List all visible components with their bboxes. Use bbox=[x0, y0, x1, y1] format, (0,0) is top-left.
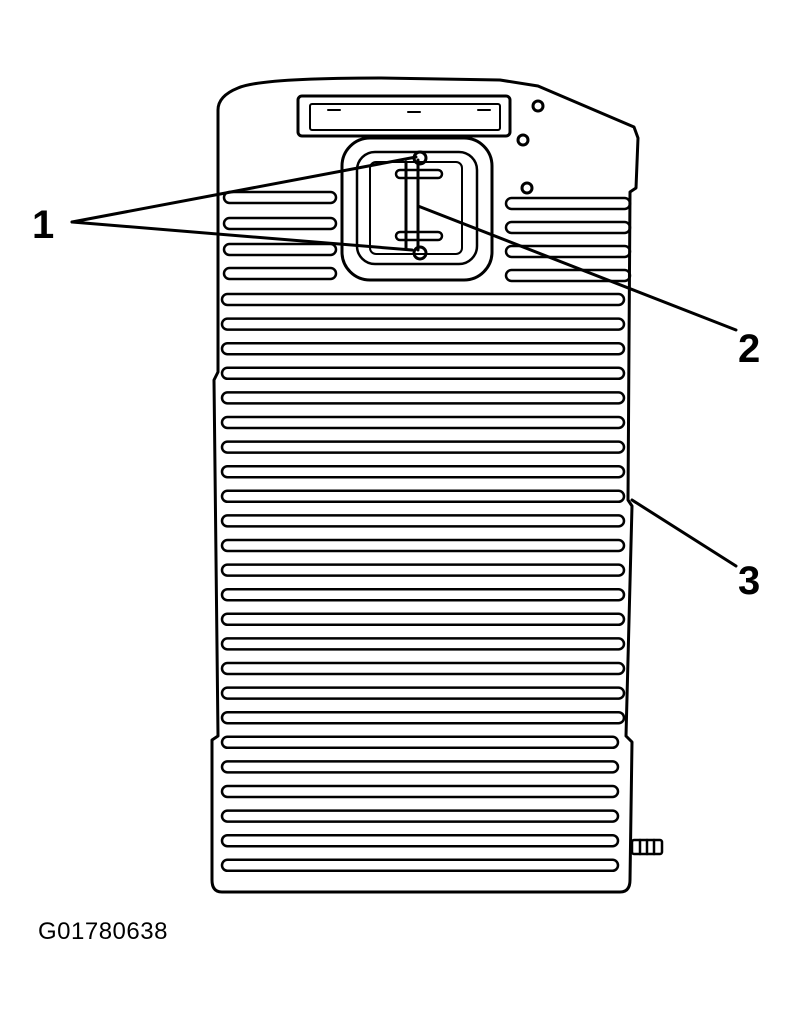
panel-slot bbox=[220, 710, 626, 725]
top-handle-inner bbox=[309, 103, 501, 131]
panel-slot bbox=[220, 440, 626, 454]
panel-slot bbox=[220, 637, 626, 651]
panel-slot bbox=[220, 686, 626, 700]
panel-slot bbox=[220, 587, 626, 602]
panel-slot bbox=[220, 341, 626, 356]
left-short-slots bbox=[222, 190, 338, 281]
panel-slot bbox=[220, 538, 626, 553]
mounting-hole bbox=[520, 181, 534, 195]
leader-line-2 bbox=[416, 204, 738, 332]
mounting-hole bbox=[516, 133, 530, 147]
panel-slot bbox=[220, 391, 626, 405]
panel-slot bbox=[220, 809, 620, 823]
figure-id: G01780638 bbox=[38, 918, 168, 945]
panel-slot bbox=[220, 292, 626, 307]
bracket-pocket-outer bbox=[340, 136, 494, 282]
panel-slot bbox=[220, 514, 626, 528]
stud-icon bbox=[630, 838, 664, 856]
right-short-slots bbox=[504, 196, 632, 283]
panel-slot bbox=[220, 784, 620, 799]
panel-slot bbox=[220, 735, 620, 750]
panel-slot bbox=[220, 317, 626, 331]
leader-line-3 bbox=[630, 498, 738, 568]
callout-2: 2 bbox=[738, 327, 760, 371]
callout-3: 3 bbox=[738, 559, 760, 603]
full-width-slots bbox=[220, 292, 626, 873]
top-handle-outer bbox=[296, 94, 512, 138]
panel-slot bbox=[220, 464, 626, 479]
callout-1: 1 bbox=[32, 203, 54, 247]
panel-slot bbox=[220, 415, 626, 430]
panel-slot bbox=[220, 661, 626, 676]
panel-outline bbox=[210, 76, 640, 894]
panel-slot bbox=[220, 833, 620, 848]
panel-slot bbox=[220, 366, 626, 381]
panel-slot bbox=[220, 612, 626, 627]
fastener-icon bbox=[412, 245, 428, 261]
leader-line-1a bbox=[70, 155, 418, 224]
panel-slot bbox=[220, 489, 626, 504]
panel-slot bbox=[220, 858, 620, 873]
panel-slot bbox=[220, 760, 620, 774]
leader-line-1b bbox=[70, 220, 414, 252]
mounting-hole bbox=[531, 99, 545, 113]
panel-slot bbox=[220, 563, 626, 577]
